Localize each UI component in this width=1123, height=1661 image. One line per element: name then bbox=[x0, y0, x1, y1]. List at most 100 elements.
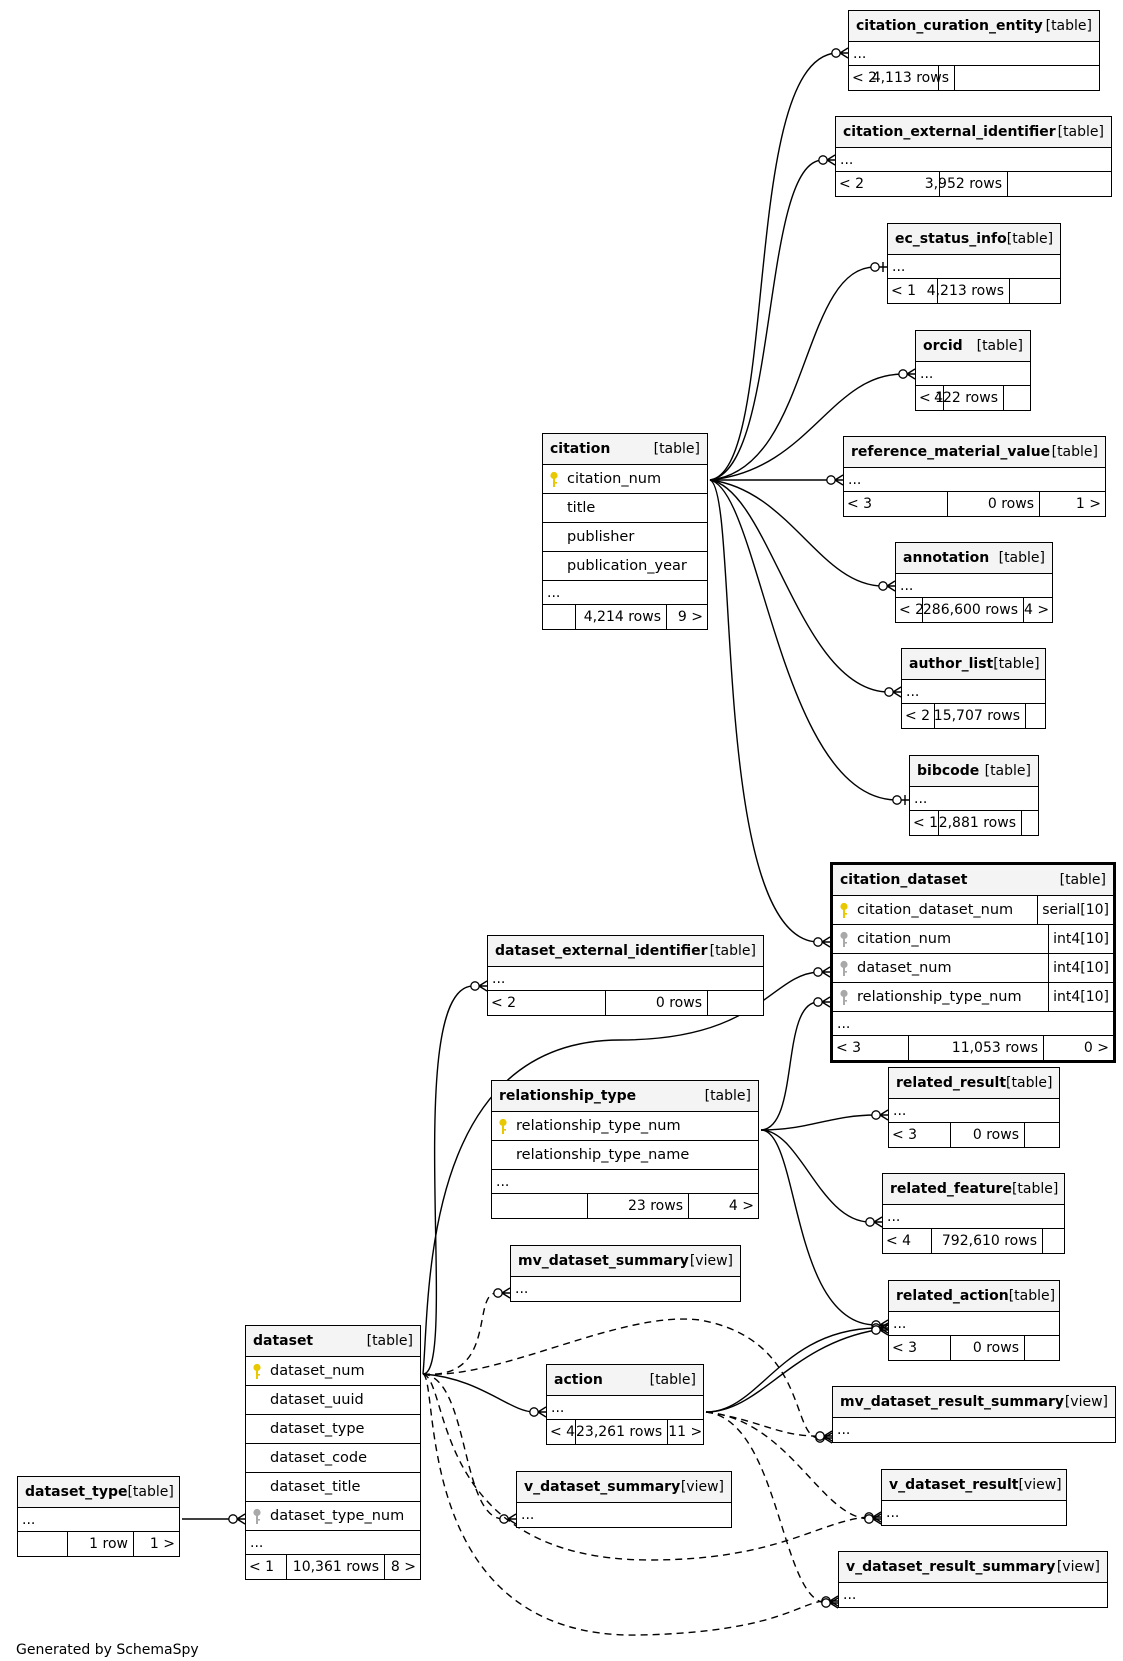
more-columns-ellipsis[interactable]: ... bbox=[515, 1281, 529, 1297]
more-columns-ellipsis[interactable]: ... bbox=[488, 967, 763, 991]
table-name[interactable]: bibcode bbox=[917, 763, 980, 779]
table-name[interactable]: related_feature bbox=[890, 1181, 1012, 1197]
table-mv_dataset_result_summary[interactable]: mv_dataset_result_summary[view]... bbox=[832, 1386, 1116, 1443]
table-v_dataset_summary[interactable]: v_dataset_summary[view]... bbox=[516, 1471, 732, 1528]
table-name[interactable]: author_list bbox=[909, 656, 994, 672]
table-name[interactable]: v_dataset_summary bbox=[524, 1479, 681, 1495]
parent-count[interactable]: < 2 bbox=[488, 991, 606, 1015]
more-columns-ellipsis[interactable]: ... bbox=[883, 1205, 1064, 1229]
column-row[interactable]: dataset_type_num bbox=[246, 1502, 420, 1531]
more-columns-ellipsis[interactable]: ... bbox=[886, 1505, 900, 1521]
parent-count[interactable]: < 4 bbox=[883, 1229, 932, 1253]
column-row[interactable]: dataset_num bbox=[246, 1357, 420, 1386]
parent-count[interactable]: < 1 bbox=[910, 811, 939, 835]
table-mv_dataset_summary[interactable]: mv_dataset_summary[view]... bbox=[510, 1245, 741, 1302]
table-name[interactable]: citation_curation_entity bbox=[856, 18, 1043, 34]
parent-count[interactable]: < 2 bbox=[902, 704, 935, 728]
more-columns-ellipsis[interactable]: ... bbox=[889, 1099, 1059, 1123]
table-name[interactable]: annotation bbox=[903, 550, 990, 566]
child-count[interactable]: 9 > bbox=[677, 609, 703, 625]
table-dataset_external_identifier[interactable]: dataset_external_identifier[table]...< 2… bbox=[487, 935, 764, 1016]
table-name[interactable]: mv_dataset_result_summary bbox=[840, 1394, 1064, 1410]
column-row[interactable]: dataset_uuid bbox=[246, 1386, 420, 1415]
child-count[interactable]: 11 > bbox=[668, 1424, 703, 1440]
table-name[interactable]: related_action bbox=[896, 1288, 1009, 1304]
child-count[interactable]: 0 > bbox=[1083, 1040, 1109, 1056]
parent-count[interactable]: < 3 bbox=[833, 1036, 909, 1060]
child-count[interactable] bbox=[1025, 1123, 1059, 1147]
child-count[interactable] bbox=[1010, 279, 1060, 303]
column-row[interactable]: relationship_type_name bbox=[492, 1141, 758, 1170]
parent-count[interactable]: < 3 bbox=[889, 1336, 951, 1360]
more-columns-ellipsis[interactable]: ... bbox=[246, 1531, 420, 1555]
table-name[interactable]: action bbox=[554, 1372, 603, 1388]
child-count[interactable] bbox=[1025, 1336, 1059, 1360]
more-columns-ellipsis[interactable]: ... bbox=[888, 255, 1060, 279]
table-name[interactable]: v_dataset_result bbox=[889, 1477, 1019, 1493]
column-row[interactable]: citation_num bbox=[543, 465, 707, 494]
more-columns-ellipsis[interactable]: ... bbox=[833, 1012, 1113, 1036]
child-count[interactable] bbox=[955, 66, 1099, 90]
table-name[interactable]: mv_dataset_summary bbox=[518, 1253, 689, 1269]
parent-count[interactable]: < 3 bbox=[844, 492, 948, 516]
more-columns-ellipsis[interactable]: ... bbox=[837, 1422, 851, 1438]
parent-count[interactable]: < 2 bbox=[849, 66, 939, 90]
table-name[interactable]: ec_status_info bbox=[895, 231, 1007, 247]
more-columns-ellipsis[interactable]: ... bbox=[916, 362, 1030, 386]
table-relationship_type[interactable]: relationship_type[table]relationship_typ… bbox=[491, 1080, 759, 1219]
child-count[interactable] bbox=[1026, 704, 1045, 728]
more-columns-ellipsis[interactable]: ... bbox=[844, 468, 1105, 492]
child-count[interactable]: 4 > bbox=[1024, 602, 1050, 618]
table-citation_dataset[interactable]: citation_dataset[table]citation_dataset_… bbox=[830, 862, 1116, 1063]
column-row[interactable]: publisher bbox=[543, 523, 707, 552]
child-count[interactable]: 1 > bbox=[149, 1536, 175, 1552]
table-name[interactable]: dataset_type bbox=[25, 1484, 128, 1500]
column-row[interactable]: publication_year bbox=[543, 552, 707, 581]
table-name[interactable]: citation bbox=[550, 441, 611, 457]
table-v_dataset_result[interactable]: v_dataset_result[view]... bbox=[881, 1469, 1067, 1526]
child-count[interactable]: 4 > bbox=[728, 1198, 754, 1214]
parent-count[interactable]: < 3 bbox=[889, 1123, 951, 1147]
more-columns-ellipsis[interactable]: ... bbox=[910, 787, 1038, 811]
parent-count[interactable]: < 4 bbox=[547, 1420, 576, 1444]
table-name[interactable]: orcid bbox=[923, 338, 963, 354]
more-columns-ellipsis[interactable]: ... bbox=[902, 680, 1045, 704]
child-count[interactable] bbox=[708, 991, 763, 1015]
parent-count[interactable]: < 1 bbox=[916, 386, 944, 410]
table-name[interactable]: citation_external_identifier bbox=[843, 124, 1056, 140]
table-name[interactable]: dataset bbox=[253, 1333, 314, 1349]
parent-count[interactable]: < 2 bbox=[836, 172, 940, 196]
more-columns-ellipsis[interactable]: ... bbox=[547, 1396, 703, 1420]
more-columns-ellipsis[interactable]: ... bbox=[18, 1508, 179, 1532]
table-citation_external_identifier[interactable]: citation_external_identifier[table]...< … bbox=[835, 116, 1112, 197]
column-row[interactable]: title bbox=[543, 494, 707, 523]
parent-count[interactable] bbox=[543, 605, 576, 629]
more-columns-ellipsis[interactable]: ... bbox=[896, 574, 1052, 598]
parent-count[interactable]: < 1 bbox=[246, 1555, 287, 1579]
more-columns-ellipsis[interactable]: ... bbox=[889, 1312, 1059, 1336]
table-name[interactable]: related_result bbox=[896, 1075, 1007, 1091]
child-count[interactable] bbox=[1022, 811, 1038, 835]
child-count[interactable]: 8 > bbox=[390, 1559, 416, 1575]
table-name[interactable]: v_dataset_result_summary bbox=[846, 1559, 1056, 1575]
more-columns-ellipsis[interactable]: ... bbox=[492, 1170, 758, 1194]
child-count[interactable] bbox=[1008, 172, 1111, 196]
parent-count[interactable]: < 2 bbox=[896, 598, 924, 622]
parent-count[interactable] bbox=[492, 1194, 588, 1218]
child-count[interactable] bbox=[1004, 386, 1030, 410]
table-v_dataset_result_summary[interactable]: v_dataset_result_summary[view]... bbox=[838, 1551, 1108, 1608]
